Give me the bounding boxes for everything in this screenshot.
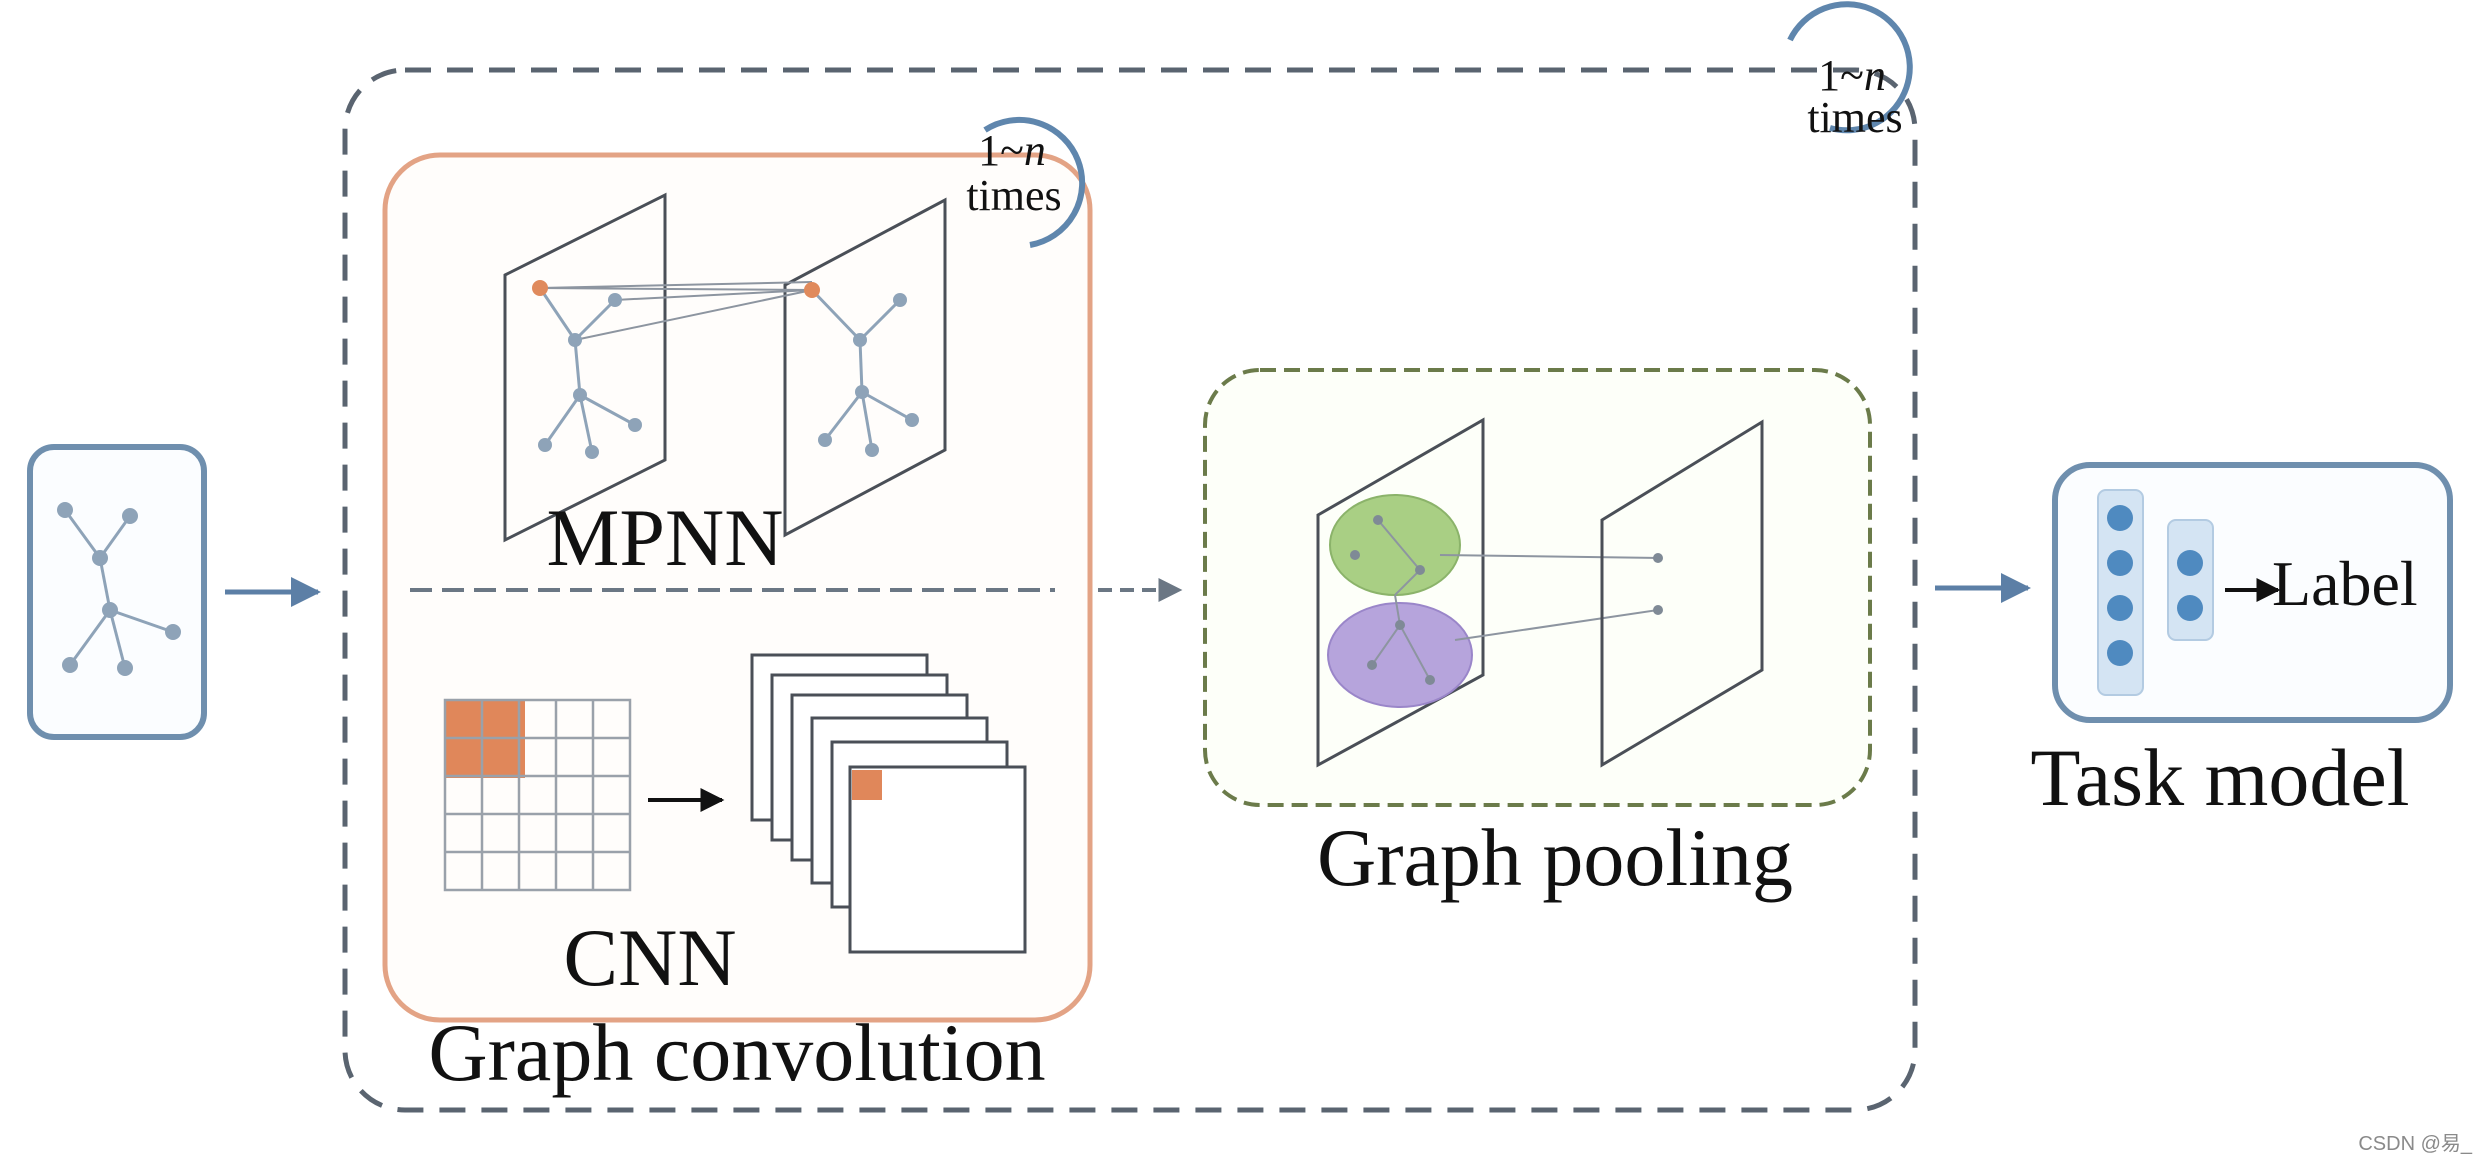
graph-pooling-frame [1203, 368, 1872, 807]
graph-pooling-label: Graph pooling [1317, 812, 1793, 903]
outer-dashed-frame [342, 67, 1918, 1113]
inner-loop-arrow-icon [983, 117, 1086, 248]
cnn-feature-maps [750, 653, 1027, 954]
input-graph-frame [27, 444, 207, 740]
mpnn-label: MPNN [547, 492, 784, 583]
svg-text:1~n: 1~n [978, 126, 1046, 175]
task-model-label: Task model [2030, 732, 2409, 823]
pooling-plane-left [1316, 417, 1485, 768]
input-graph-nodes [57, 502, 181, 676]
task-model-frame [2052, 462, 2453, 723]
nn-layer-2-neurons [2177, 550, 2203, 621]
mpnn-plane-right [783, 197, 947, 538]
outer-loop-var: n [1864, 51, 1886, 100]
pooling-plane-right [1600, 419, 1764, 768]
inner-loop-prefix: 1~ [978, 126, 1024, 175]
outer-loop-arrow-icon [1787, 1, 1913, 134]
svg-text:1~n: 1~n [1818, 51, 1886, 100]
outer-loop-prefix: 1~ [1818, 51, 1864, 100]
input-graph-edges [63, 509, 174, 669]
outer-loop-times: times [1807, 93, 1902, 142]
mpnn-plane-left [503, 192, 667, 543]
green-cluster [1329, 494, 1461, 596]
inner-loop-var: n [1024, 126, 1046, 175]
inner-loop-indicator: 1~n times [966, 117, 1086, 248]
nn-layer-1-neurons [2107, 505, 2133, 666]
cnn-label: CNN [563, 912, 736, 1003]
inner-loop-times: times [966, 171, 1061, 220]
graph-pooling-illustration [1316, 417, 1764, 768]
nn-layer-2 [2167, 519, 2214, 641]
nn-layer-1 [2097, 489, 2144, 696]
graph-convolution-label: Graph convolution [428, 1007, 1045, 1098]
task-model: Label [2052, 462, 2453, 723]
mpnn-illustration [503, 192, 947, 543]
outer-loop-indicator: 1~n times [1787, 1, 1913, 142]
watermark: CSDN @易_ [2358, 1133, 2473, 1155]
input-graph [27, 444, 207, 740]
purple-cluster [1327, 602, 1473, 708]
cnn-input-grid [443, 698, 632, 892]
output-label: Label [2272, 548, 2418, 619]
